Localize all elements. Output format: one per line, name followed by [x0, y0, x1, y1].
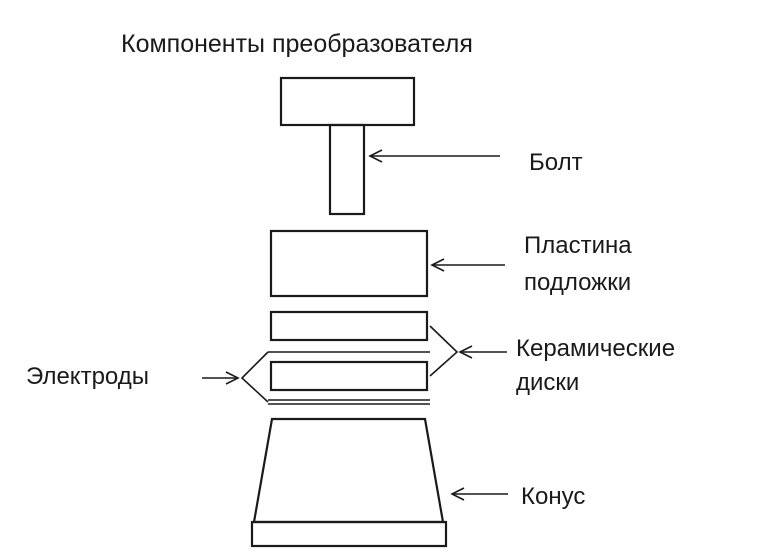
plate-label-line1: Пластина	[524, 232, 632, 259]
cone-body	[252, 417, 445, 524]
backing-plate	[269, 229, 429, 298]
plate-arrow	[430, 258, 505, 272]
ceramic-arrow	[458, 345, 507, 359]
ceramic-bracket	[429, 325, 459, 377]
electrodes-arrow	[202, 371, 240, 385]
ceramic-disc-lower	[269, 360, 429, 392]
plate-label-line2: подложки	[524, 269, 632, 296]
cone-base	[250, 520, 448, 548]
ceramic-disc-upper	[269, 310, 429, 342]
ceramic-label-line2: диски	[516, 369, 580, 396]
cone-arrow	[450, 487, 508, 501]
bolt-label: Болт	[529, 149, 583, 176]
electrodes-bracket	[240, 351, 269, 403]
cone-label: Конус	[521, 483, 586, 510]
electrodes	[268, 351, 430, 405]
diagram-title: Компоненты преобразователя	[121, 30, 473, 58]
bolt-arrow	[368, 149, 500, 163]
bolt-part	[279, 76, 416, 216]
bolt-head	[279, 76, 416, 127]
ceramic-discs	[269, 310, 429, 392]
cone-part	[250, 417, 448, 548]
ceramic-label-line1: Керамические	[516, 335, 676, 362]
electrodes-label: Электроды	[26, 363, 149, 390]
bolt-shaft	[328, 123, 366, 216]
